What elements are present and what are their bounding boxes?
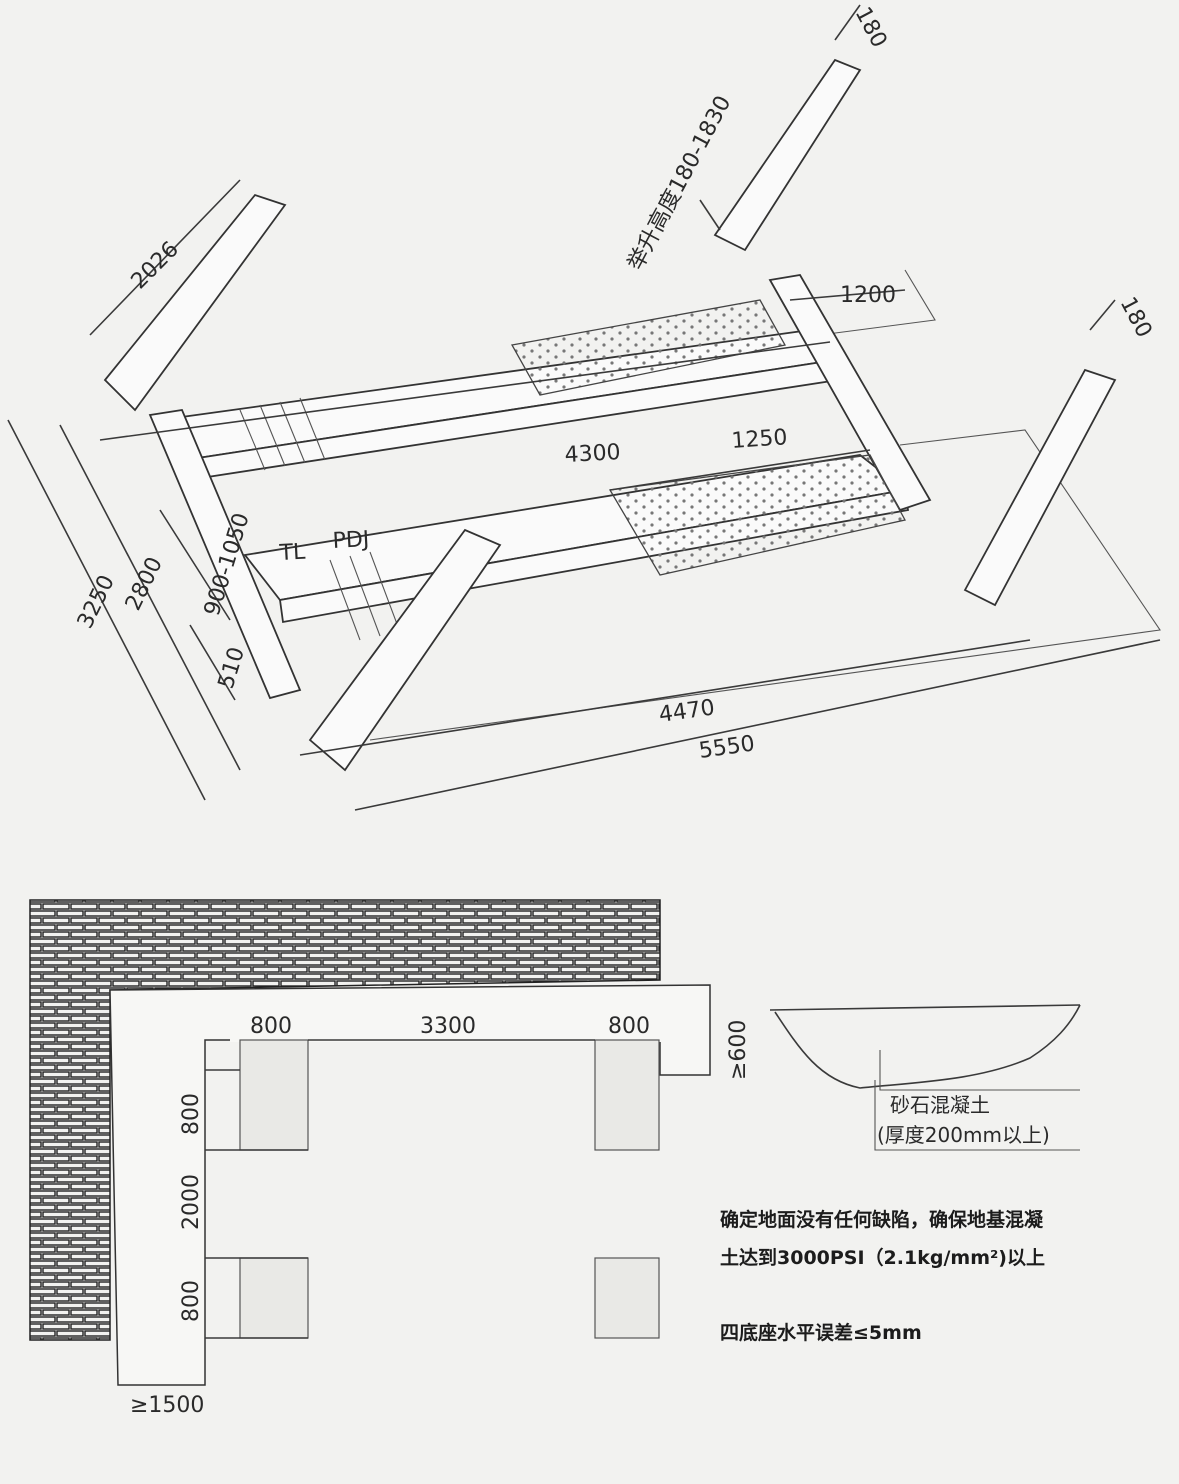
- dim-runway-width: 510: [214, 644, 250, 691]
- concrete-section: 砂石混凝土 (厚度200mm以上): [769, 1004, 1081, 1151]
- slip-plate-upper: [510, 299, 786, 396]
- dimension-lines: [7, 4, 1161, 811]
- section-thickness: (厚度200mm以上): [877, 1123, 1050, 1147]
- note-line-2: 土达到3000PSI（2.1kg/mm²)以上: [720, 1247, 1045, 1269]
- dim-foot-width-right: 800: [608, 1014, 650, 1039]
- slip-plate-lower: [608, 454, 906, 576]
- label-pdj: PDJ: [332, 527, 370, 554]
- section-outline: [774, 1004, 1081, 1089]
- dim-post-width-rear: 180: [850, 3, 892, 52]
- dim-foot-depth-bottom: 800: [179, 1280, 204, 1322]
- foundation-pad-top-right: [594, 1039, 660, 1151]
- rear-crossbeam: [148, 409, 302, 700]
- runway-end-ramp: [329, 551, 401, 641]
- foundation-pad-bottom-right: [594, 1257, 660, 1339]
- foundation-pad-bottom-left: [239, 1257, 309, 1339]
- post-rear-left: [103, 193, 287, 412]
- note-line-1: 确定地面没有任何缺陷，确保地基混凝: [720, 1209, 1044, 1231]
- dim-clearance-bottom: ≥1500: [130, 1393, 204, 1418]
- dim-inner-width: 2800: [121, 553, 168, 614]
- foundation-plan-view: 800 3300 800 ≥600 800 2000 800 ≥1500: [29, 899, 751, 1418]
- runway-end-ramp: [239, 397, 326, 471]
- dim-platform-length: 4300: [564, 440, 621, 468]
- dim-ramp-length: 1200: [840, 283, 896, 308]
- dim-plate-length: 1250: [731, 425, 789, 454]
- floor-outline: [369, 429, 1161, 741]
- section-material: 砂石混凝土: [890, 1093, 990, 1117]
- foundation-pad-top-left: [239, 1039, 309, 1151]
- leader-line: [879, 1050, 1080, 1091]
- pad-outline: [205, 1069, 308, 1339]
- floor-outline: [819, 269, 936, 336]
- front-crossbeam: [768, 274, 932, 512]
- dim-post-spacing: 2000: [179, 1174, 204, 1230]
- dim-foot-depth-top: 800: [179, 1093, 204, 1135]
- dim-clearance-right: ≥600: [726, 1020, 751, 1080]
- isometric-lift-view: 2026 举升高度180-1830 180 180 1200 4300 1250…: [7, 3, 1161, 811]
- post-front-left: [308, 528, 502, 772]
- leader-line: [874, 1080, 1080, 1151]
- post-rear-right: [713, 58, 862, 252]
- label-tl: TL: [278, 540, 307, 566]
- section-top-line: [769, 1004, 1081, 1011]
- dim-band: [230, 1010, 680, 1042]
- note-line-3: 四底座水平误差≤5mm: [720, 1322, 922, 1344]
- dim-foot-width-left: 800: [250, 1014, 292, 1039]
- dim-lift-height: 举升高度180-1830: [623, 92, 736, 275]
- dim-span: 3300: [420, 1014, 476, 1039]
- dim-post-height: 2026: [127, 237, 184, 294]
- dim-base-length: 4470: [657, 695, 716, 728]
- post-front-right: [963, 368, 1117, 607]
- dim-post-width-right: 180: [1115, 293, 1157, 342]
